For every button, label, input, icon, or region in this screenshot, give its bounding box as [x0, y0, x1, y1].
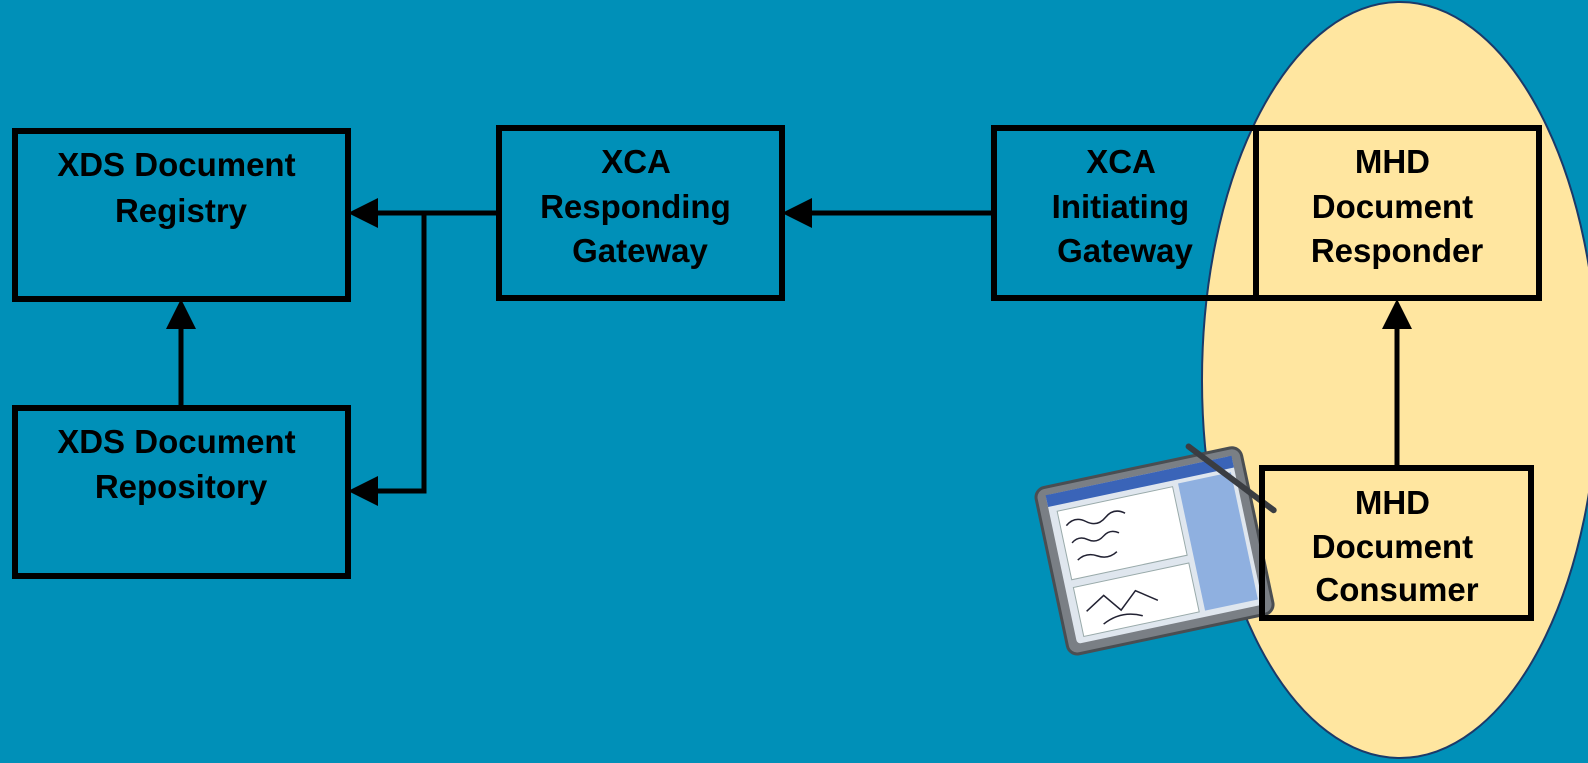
registry-up-arrowhead: [166, 299, 196, 329]
xca-responding-gateway-label: XCA Responding Gateway: [540, 143, 740, 269]
responding-to-repository-arrow: [360, 213, 427, 494]
repository-arrowhead: [348, 476, 378, 506]
xds-document-repository-label: XDS Document Repository: [57, 423, 305, 505]
registry-arrowhead: [348, 198, 378, 228]
tablet-pc-icon: [1034, 443, 1277, 656]
xca-initiating-gateway-label: XCA Initiating Gateway: [1052, 143, 1199, 269]
responder-up-arrowhead: [1382, 299, 1412, 329]
xds-document-registry-label: XDS Document Registry: [57, 146, 305, 229]
mhd-document-consumer-label: MHD Document Consumer: [1312, 484, 1483, 608]
mhd-document-responder-label: MHD Document Responder: [1311, 143, 1484, 269]
xds-document-registry-box: [12, 128, 351, 302]
responding-gateway-arrowhead: [782, 198, 812, 228]
mhd-document-responder-box: [1253, 125, 1542, 301]
